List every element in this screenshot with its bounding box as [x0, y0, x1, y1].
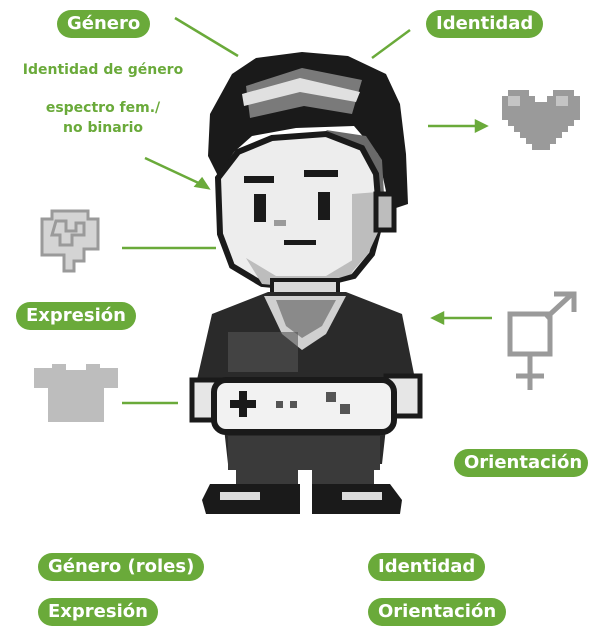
- arrowhead-espectro: [193, 176, 211, 190]
- espectro-line2: no binario: [62, 120, 143, 136]
- espectro-line1: espectro fem./: [45, 100, 161, 116]
- legend-orientacion: Orientación: [368, 598, 507, 626]
- identidad-label: Identidad: [426, 10, 544, 38]
- brain-icon: [40, 209, 100, 273]
- heart-icon: [502, 90, 580, 150]
- orientacion-label: Orientación: [454, 449, 589, 477]
- legend-identidad: Identidad: [368, 553, 486, 581]
- gamer-character: [189, 52, 423, 514]
- line-genero: [174, 16, 239, 58]
- arrow-espectro: [144, 156, 206, 188]
- arrowhead-gender: [430, 310, 445, 326]
- legend-expresion: Expresión: [38, 598, 158, 626]
- legend-genero-roles: Género (roles): [38, 553, 205, 581]
- genero-label: Género: [57, 10, 151, 38]
- espectro-text: espectro fem./ no binario: [28, 98, 178, 138]
- gender-symbol-icon: [507, 291, 577, 390]
- tshirt-icon: [34, 364, 118, 422]
- arrowhead-heart: [474, 118, 489, 134]
- identidad-genero-text: Identidad de género: [22, 62, 184, 78]
- expresion-label: Expresión: [16, 302, 136, 330]
- line-identidad: [371, 28, 411, 60]
